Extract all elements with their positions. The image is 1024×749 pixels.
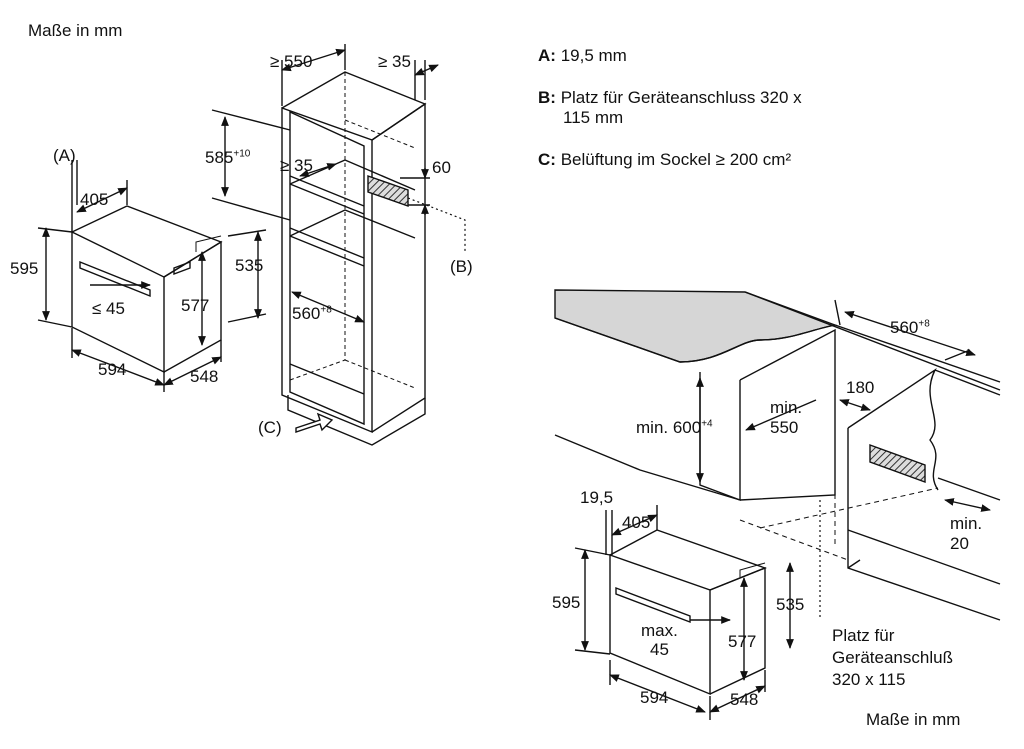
dim-right-min20-b: 20 bbox=[950, 534, 969, 553]
legend-b-text2: 115 mm bbox=[563, 108, 624, 127]
legend-c-key: C: bbox=[538, 150, 556, 169]
dim-cab-550: ≥ 550 bbox=[270, 52, 313, 71]
dim-right-min600-value: min. 600 bbox=[636, 418, 702, 437]
dim-right-max-b: 45 bbox=[650, 640, 669, 659]
label-c: (C) bbox=[258, 418, 282, 437]
dim-right-535: 535 bbox=[776, 595, 805, 614]
dim-handle-left: ≤ 45 bbox=[92, 299, 125, 318]
legend-a-key: A: bbox=[538, 46, 556, 65]
dim-right-min600-tolerance: +4 bbox=[701, 418, 713, 430]
dim-595-left: 595 bbox=[10, 259, 39, 278]
dim-577-left: 577 bbox=[181, 296, 210, 315]
dim-right-560-value: 560 bbox=[890, 318, 919, 337]
units-title-top: Maße in mm bbox=[28, 21, 123, 40]
legend-b-text: Platz für Geräteanschluss 320 x bbox=[560, 88, 802, 107]
units-title-bottom: Maße in mm bbox=[866, 710, 961, 729]
legend-a: A: 19,5 mm bbox=[538, 46, 627, 66]
dim-right-594: 594 bbox=[640, 688, 669, 707]
dim-cab-585-tolerance: +10 bbox=[233, 148, 251, 160]
dim-right-min600: min. 600+4 bbox=[636, 418, 713, 438]
connection-note-3: 320 x 115 bbox=[832, 670, 906, 689]
dim-cab-585: 585+10 bbox=[205, 148, 250, 168]
label-b: (B) bbox=[450, 257, 473, 276]
dim-cab-35: ≥ 35 bbox=[378, 52, 411, 71]
dim-cab-560-tolerance: +8 bbox=[320, 304, 332, 316]
left-cabinet bbox=[211, 44, 466, 446]
dim-cab-60: 60 bbox=[432, 158, 451, 177]
dim-right-405: 405 bbox=[622, 513, 651, 532]
dim-405-left: 405 bbox=[80, 190, 109, 209]
dim-right-595: 595 bbox=[552, 593, 581, 612]
dim-right-max-a: max. bbox=[641, 621, 678, 640]
dim-right-min550-a: min. bbox=[770, 398, 803, 417]
dim-right-min20-a: min. bbox=[950, 514, 983, 533]
dim-cab-585-value: 585 bbox=[205, 148, 234, 167]
dim-right-577: 577 bbox=[728, 632, 757, 651]
legend-c: C: Belüftung im Sockel ≥ 200 cm² bbox=[538, 150, 791, 170]
dim-right-180: 180 bbox=[846, 378, 875, 397]
connection-note-2: Geräteanschluß bbox=[832, 648, 953, 667]
dim-right-560: 560+8 bbox=[890, 318, 930, 338]
dim-548-left: 548 bbox=[190, 367, 219, 386]
dim-right-560-tolerance: +8 bbox=[918, 318, 930, 330]
dim-right-min550-b: 550 bbox=[770, 418, 799, 437]
legend-b-key: B: bbox=[538, 88, 556, 107]
right-countertop bbox=[554, 289, 1001, 621]
dim-594-left: 594 bbox=[98, 360, 127, 379]
right-oven bbox=[574, 505, 794, 720]
dim-cab-inner-35: ≥ 35 bbox=[280, 156, 313, 175]
dim-cab-560: 560+8 bbox=[292, 304, 332, 324]
dim-right-548: 548 bbox=[730, 690, 759, 709]
dim-535-left: 535 bbox=[235, 256, 264, 275]
legend-c-text: Belüftung im Sockel ≥ 200 cm² bbox=[560, 150, 792, 169]
dim-cab-560-value: 560 bbox=[292, 304, 321, 323]
legend-a-text: 19,5 mm bbox=[560, 46, 627, 65]
legend-b: B: Platz für Geräteanschluss 320 x bbox=[538, 88, 802, 108]
connection-note-1: Platz für bbox=[832, 626, 895, 645]
left-oven bbox=[37, 160, 267, 392]
dim-right-19-5: 19,5 bbox=[580, 488, 614, 507]
label-a: (A) bbox=[53, 146, 76, 165]
